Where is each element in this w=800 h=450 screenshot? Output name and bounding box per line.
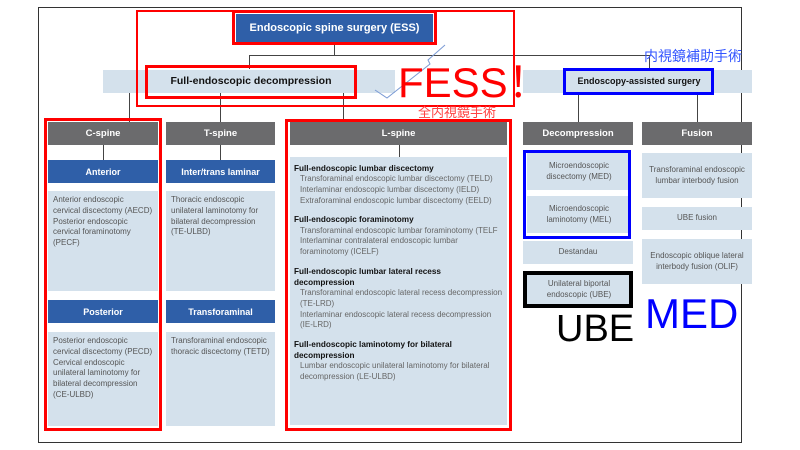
assisted-highlight xyxy=(563,68,714,95)
ess-node: Endoscopic spine surgery (ESS) xyxy=(236,14,433,42)
interlaminar-header: Inter/trans laminar xyxy=(166,160,275,183)
connector xyxy=(649,55,650,70)
olif-item: Endoscopic oblique lateral interbody fus… xyxy=(642,239,752,284)
full-endoscopic-node: Full-endoscopic decompression xyxy=(150,70,352,93)
item: Extraforaminal endoscopic lumbar discect… xyxy=(300,195,492,205)
ube-highlight xyxy=(523,271,633,308)
destandau-item: Destandau xyxy=(523,241,633,264)
section-heading: Full-endoscopic lumbar discectomy xyxy=(294,164,434,173)
cspine-highlight xyxy=(44,118,162,431)
connector xyxy=(249,55,649,56)
full-endo-highlight xyxy=(145,65,357,99)
item: Interlaminar endoscopic lateral recess d… xyxy=(300,309,492,330)
item: Interlaminar endoscopic lumbar discectom… xyxy=(300,184,480,194)
ube-label: UBE xyxy=(556,308,635,350)
transforaminal-content: Transforaminal endoscopic thoracic disce… xyxy=(166,332,275,426)
section-heading: Full-endoscopic lumbar lateral recess de… xyxy=(294,266,441,287)
med-label: MED xyxy=(645,290,739,337)
item: Interlaminar contralateral endoscopic lu… xyxy=(300,236,458,257)
connector xyxy=(220,145,221,160)
connector xyxy=(249,55,250,69)
tspine-header: T-spine xyxy=(166,122,275,145)
ube-fusion-item: UBE fusion xyxy=(642,207,752,230)
fess-label: FESS！ xyxy=(398,59,550,106)
lspine-section: Full-endoscopic laminotomy for bilateral… xyxy=(294,339,503,383)
lspine-section: Full-endoscopic lumbar lateral recess de… xyxy=(294,266,503,331)
anterior-header: Anterior xyxy=(48,160,158,183)
fess-zh-label: 全内視鏡手術 xyxy=(418,105,497,120)
lspine-header: L-spine xyxy=(290,122,507,145)
connector xyxy=(129,93,130,122)
mel-item: Microendoscopic laminotomy (MEL) xyxy=(527,196,631,233)
section-heading: Full-endoscopic laminotomy for bilateral… xyxy=(294,340,452,361)
connector xyxy=(334,42,335,55)
connector xyxy=(103,145,104,160)
connector xyxy=(343,93,344,122)
cspine-header: C-spine xyxy=(48,122,158,145)
ube-item: Unilateral biportal endoscopic (UBE) xyxy=(527,275,631,304)
connector xyxy=(578,94,579,122)
fusion-header: Fusion xyxy=(642,122,752,145)
connector xyxy=(697,94,698,122)
decompression-header: Decompression xyxy=(523,122,633,145)
transforaminal-header: Transforaminal xyxy=(166,300,275,323)
lspine-highlight xyxy=(285,119,512,431)
med-item: Microendoscopic discectomy (MED) xyxy=(527,153,631,190)
ess-highlight xyxy=(232,10,437,45)
section-heading: Full-endoscopic foraminotomy xyxy=(294,215,414,225)
item: Transforaminal endoscopic lumbar discect… xyxy=(300,174,493,184)
posterior-content: Posterior endoscopic cervical discectomy… xyxy=(48,332,158,426)
connector xyxy=(399,145,400,157)
check-mark-icon xyxy=(374,44,446,99)
item: Transforaminal endoscopic lateral recess… xyxy=(300,288,503,308)
assisted-zh-label: 内視鏡補助手術 xyxy=(644,48,742,64)
interlaminar-content: Thoracic endoscopic unilateral laminotom… xyxy=(166,191,275,291)
assisted-node: Endoscopy-assisted surgery xyxy=(568,72,710,91)
item: Transforaminal endoscopic lumbar foramin… xyxy=(300,225,498,235)
telif-item: Transforaminal endoscopic lumbar interbo… xyxy=(642,153,752,198)
item: Lumbar endoscopic unilateral laminotomy … xyxy=(300,361,490,382)
connector xyxy=(220,93,221,122)
posterior-header: Posterior xyxy=(48,300,158,323)
med-highlight xyxy=(523,150,631,239)
anterior-content: Anterior endoscopic cervical discectomy … xyxy=(48,191,158,291)
